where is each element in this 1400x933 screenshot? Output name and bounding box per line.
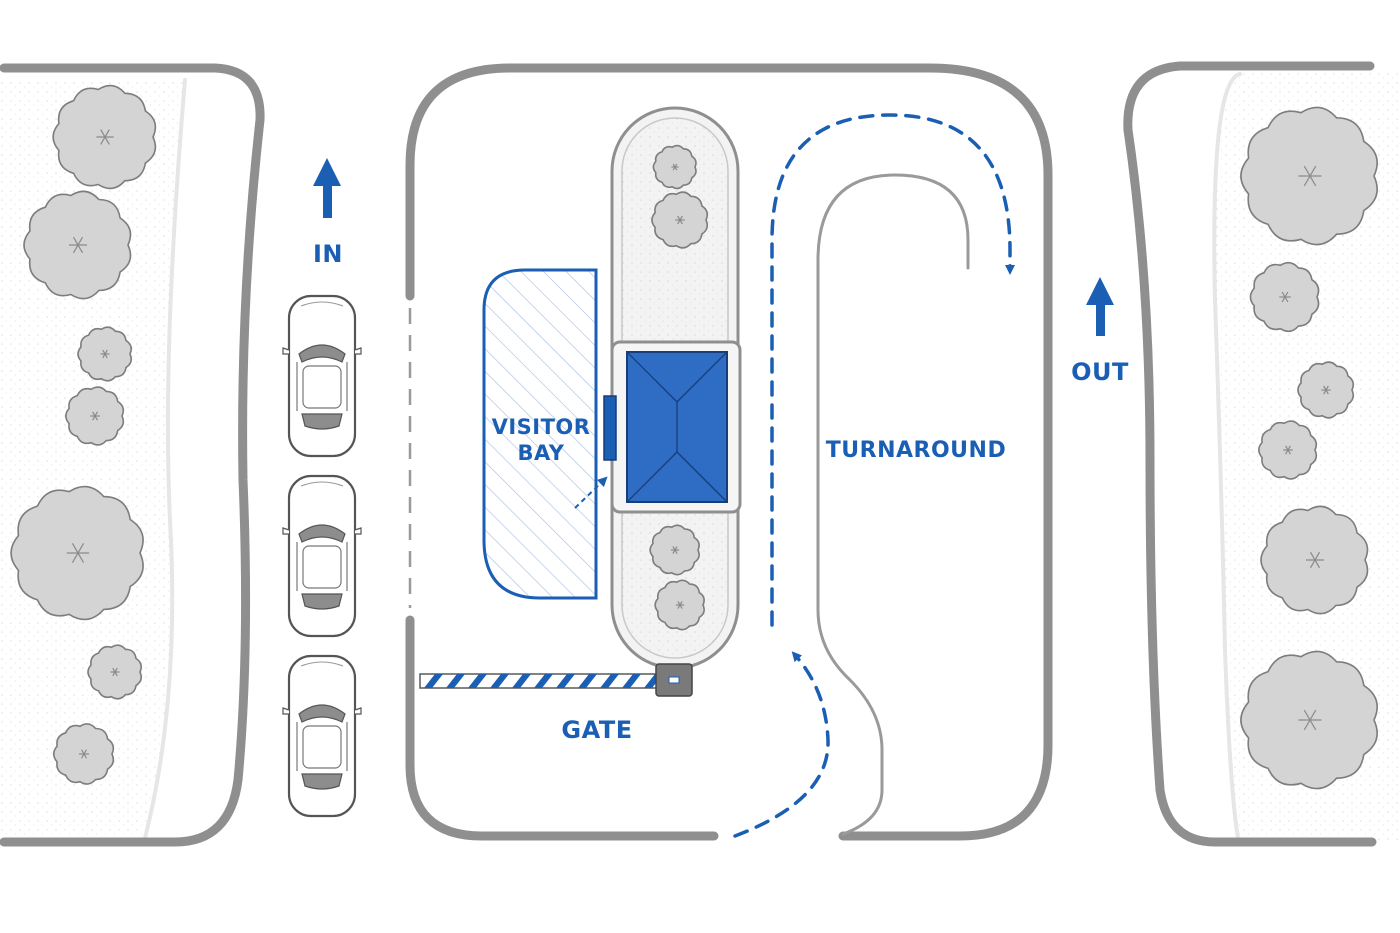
turnaround-label: TURNAROUND bbox=[826, 438, 1006, 463]
trees-group bbox=[10, 84, 1378, 790]
tree-icon bbox=[52, 723, 115, 785]
tree-icon bbox=[1240, 650, 1378, 790]
out-label: OUT bbox=[1071, 358, 1129, 386]
in-direction-arrow bbox=[313, 158, 341, 218]
tree-icon bbox=[52, 84, 157, 190]
gate-barrier bbox=[419, 663, 693, 697]
exit-route-curve bbox=[733, 651, 830, 838]
tree-icon bbox=[1249, 261, 1320, 333]
turnaround-island bbox=[816, 173, 970, 836]
tree-icon bbox=[1260, 505, 1369, 615]
tree-icon bbox=[23, 190, 132, 300]
in-label: IN bbox=[313, 240, 343, 268]
visitor-bay-label-line1: VISITOR bbox=[492, 415, 591, 439]
tree-icon bbox=[652, 144, 697, 190]
left-landscape-strip bbox=[0, 63, 265, 847]
guard-booth bbox=[603, 340, 742, 514]
visitor-bay bbox=[482, 268, 598, 600]
gate-label: GATE bbox=[561, 716, 632, 744]
tree-icon bbox=[1297, 361, 1355, 419]
car-icon bbox=[282, 294, 362, 458]
car-icon bbox=[282, 654, 362, 818]
booth-to-bay-arrow bbox=[574, 476, 608, 509]
tree-icon bbox=[654, 579, 705, 631]
queued-cars-group bbox=[282, 294, 362, 818]
tree-icon bbox=[1258, 420, 1318, 480]
out-direction-arrow bbox=[1086, 277, 1114, 336]
car-icon bbox=[282, 474, 362, 638]
visitor-bay-label-line2: BAY bbox=[518, 441, 565, 465]
tree-icon bbox=[1240, 106, 1378, 246]
turnaround-route-loop bbox=[770, 113, 1015, 627]
tree-icon bbox=[651, 191, 709, 249]
tree-icon bbox=[649, 524, 700, 576]
gatehouse-drive-curb bbox=[405, 63, 1053, 841]
tree-icon bbox=[87, 644, 143, 700]
tree-icon bbox=[77, 326, 133, 382]
tree-icon bbox=[65, 386, 125, 446]
tree-icon bbox=[10, 485, 144, 621]
